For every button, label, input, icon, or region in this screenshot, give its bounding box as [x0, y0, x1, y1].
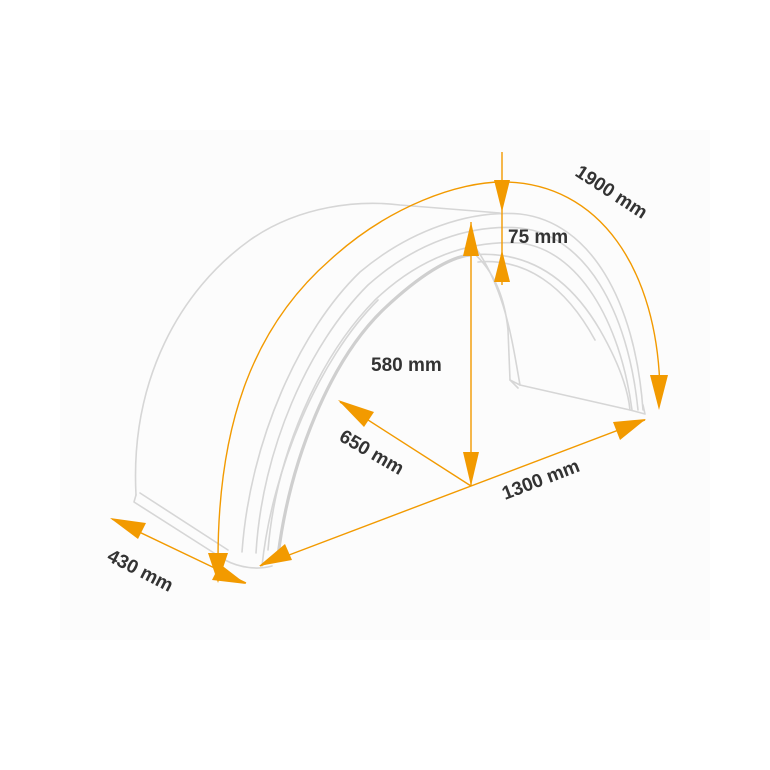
- mudguard-front-outer-3: [267, 241, 633, 551]
- mudguard-inner-arch-2: [477, 260, 596, 341]
- width-top-arrowhead: [110, 518, 146, 539]
- length-left-arrowhead: [259, 544, 292, 566]
- background-panel: [60, 130, 710, 640]
- dimension-lines: [110, 152, 668, 584]
- radius-arrowhead: [338, 400, 374, 427]
- height-label: 580 mm: [371, 355, 442, 376]
- length-right-arrowhead: [613, 419, 646, 440]
- height-bottom-arrowhead: [463, 452, 479, 486]
- mudguard-drawing: [133, 202, 646, 569]
- mudguard-inner-arch: [469, 253, 631, 411]
- mudguard-back-shell: [134, 202, 501, 496]
- mudguard-side-bottom: [519, 384, 646, 415]
- width-bottom-arrowhead: [212, 564, 246, 584]
- height-top-arrowhead: [463, 222, 479, 256]
- mudguard-inner-lip-2: [261, 299, 379, 567]
- mudguard-inner-lip: [276, 253, 472, 558]
- mudguard-front-outer: [241, 212, 644, 553]
- thickness-label: 75 mm: [508, 227, 568, 248]
- arc-length-dimension-line: [217, 181, 661, 561]
- mudguard-bottom-flange-inner: [139, 492, 229, 551]
- mudguard-side-bottom-2: [509, 379, 519, 389]
- mudguard-front-outer-2: [255, 226, 639, 554]
- thickness-bottom-arrowhead: [494, 250, 510, 282]
- length-dimension-line: [259, 419, 646, 567]
- thickness-top-arrowhead: [494, 180, 510, 212]
- arc-right-arrowhead: [650, 375, 668, 410]
